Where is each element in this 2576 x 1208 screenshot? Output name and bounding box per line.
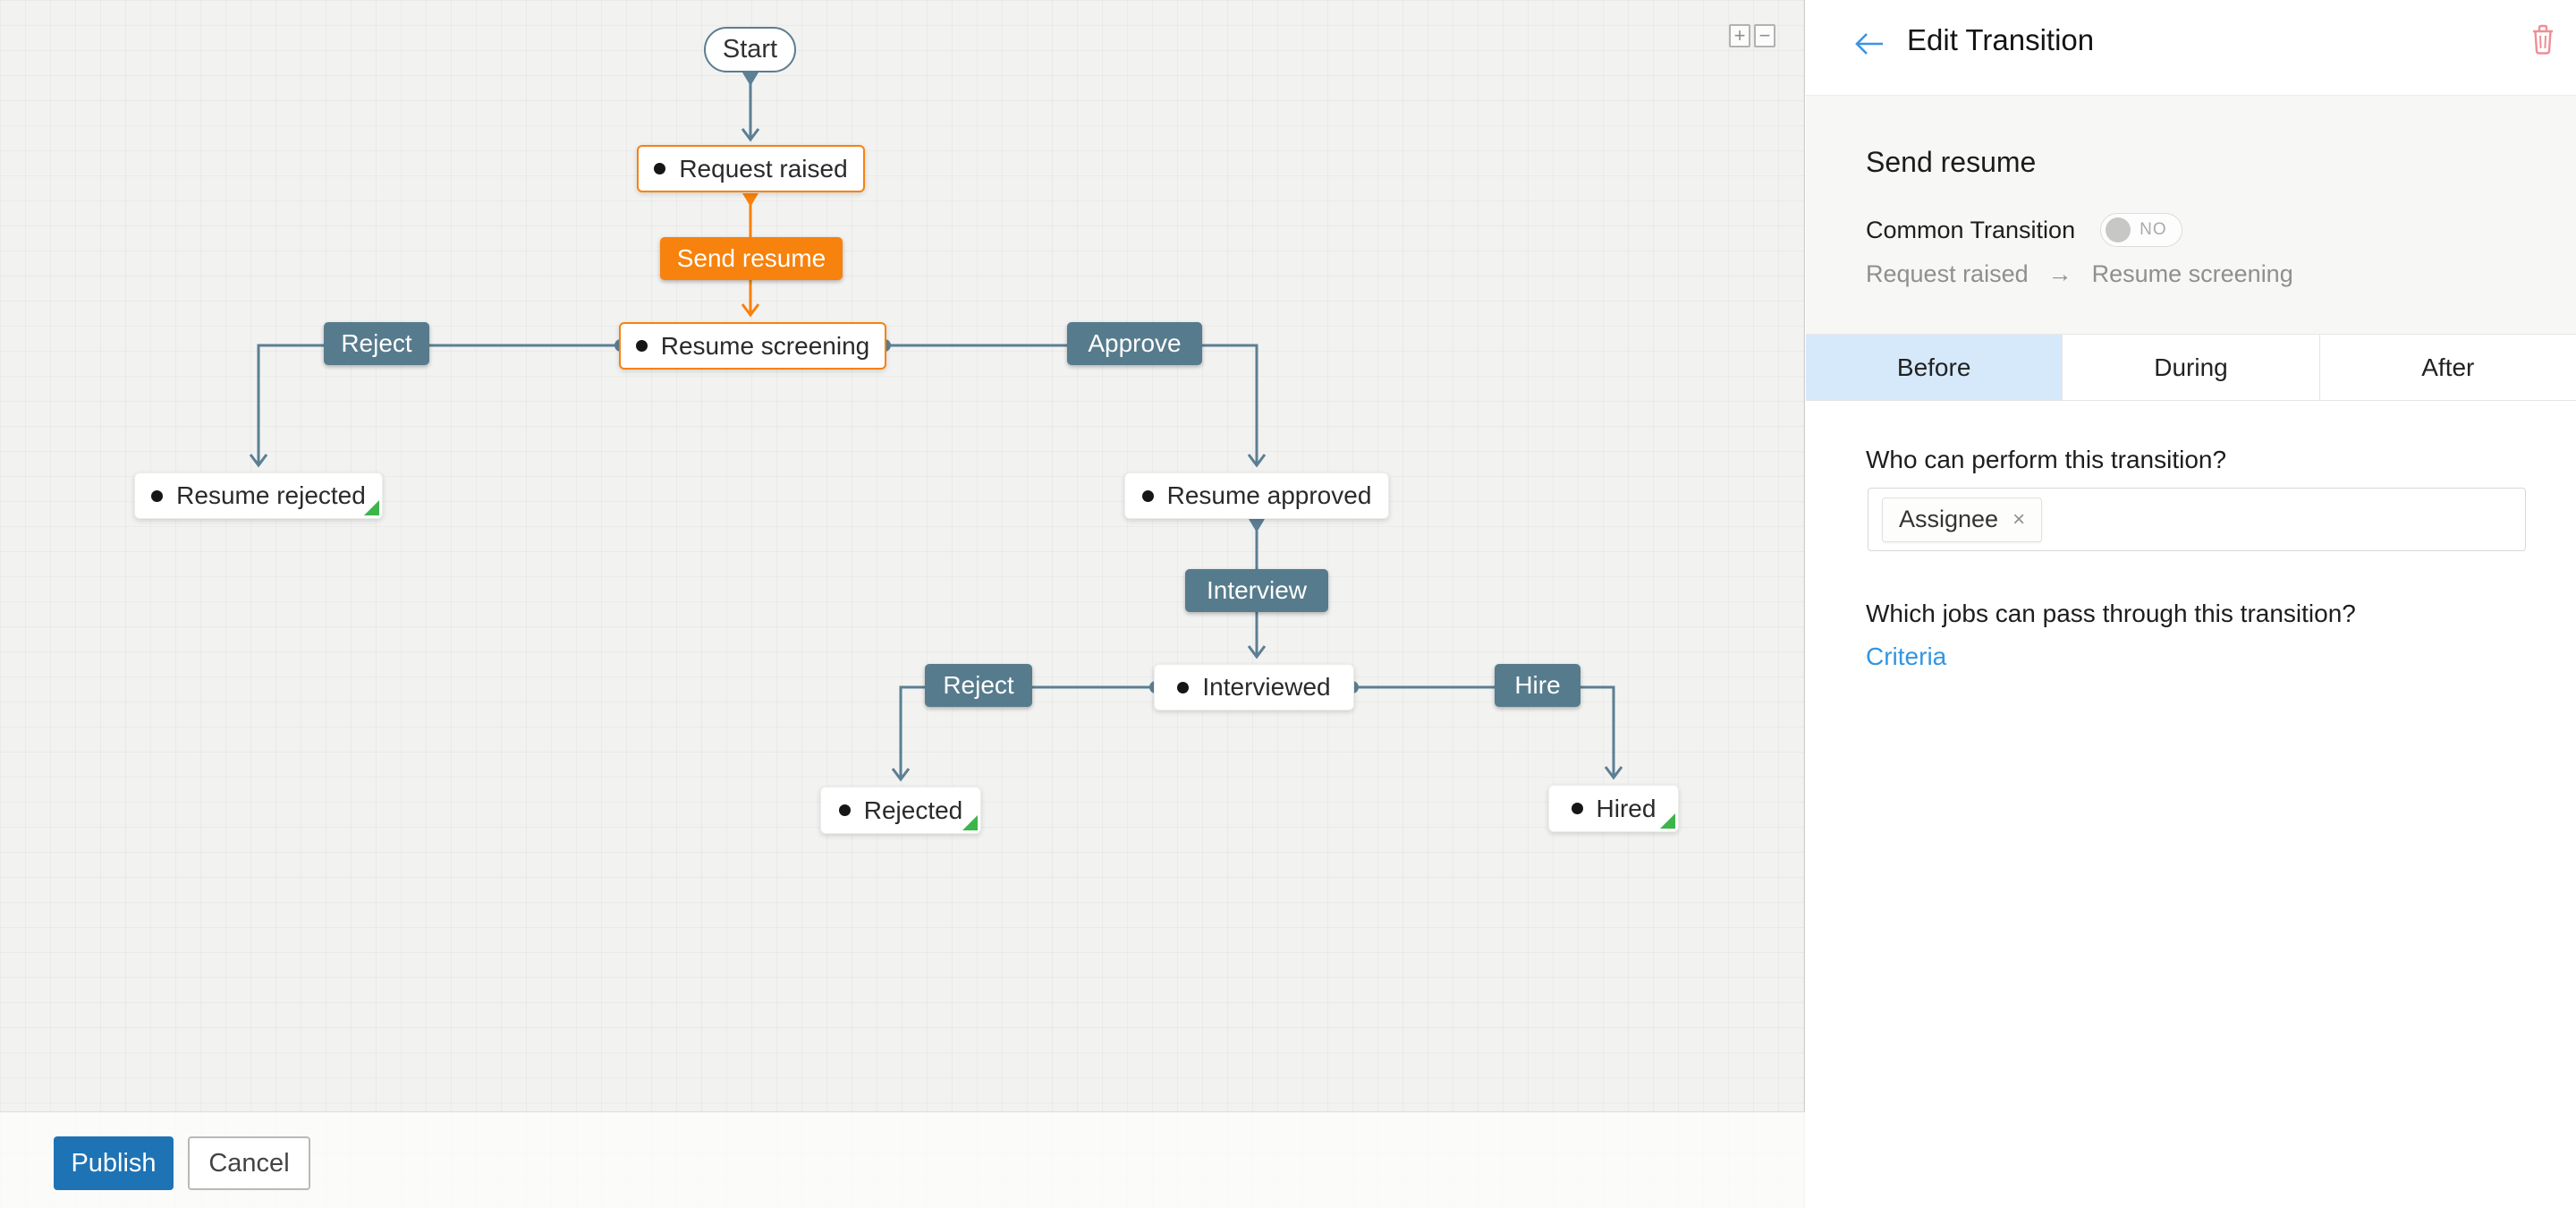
transition-path: Request raised → Resume screening	[1866, 260, 2293, 288]
workflow-canvas[interactable]: Start Request raised Send resume Resume …	[0, 0, 1805, 1208]
transition-reject-screening[interactable]: Reject	[324, 322, 429, 365]
path-from-state: Request raised	[1866, 260, 2029, 287]
cancel-button[interactable]: Cancel	[188, 1136, 310, 1190]
state-label: Hired	[1596, 794, 1657, 822]
publish-button[interactable]: Publish	[54, 1136, 174, 1190]
panel-header: Edit Transition	[1806, 0, 2576, 96]
state-label: Resume approved	[1166, 481, 1372, 509]
tab-before[interactable]: Before	[1806, 335, 2063, 400]
state-label: Interviewed	[1202, 673, 1331, 701]
panel-tab-bar: Before During After	[1806, 335, 2576, 401]
chip-remove-icon[interactable]: ×	[2012, 506, 2026, 532]
toggle-knob	[2106, 217, 2131, 242]
path-to-state: Resume screening	[2091, 260, 2293, 287]
start-node[interactable]: Start	[704, 27, 796, 72]
trash-icon[interactable]	[2529, 23, 2556, 55]
transition-name: Send resume	[1866, 146, 2037, 178]
state-rejected[interactable]: Rejected	[820, 787, 981, 834]
state-interviewed[interactable]: Interviewed	[1154, 664, 1354, 710]
flow-connectors	[249, 72, 1623, 782]
state-dot-icon	[1141, 489, 1154, 502]
common-transition-row: Common Transition NO	[1866, 213, 2183, 247]
transition-summary-section: Send resume Common Transition NO Request…	[1806, 96, 2576, 335]
assignee-chip[interactable]: Assignee ×	[1882, 497, 2043, 542]
transition-interview[interactable]: Interview	[1185, 569, 1328, 612]
state-dot-icon	[654, 163, 666, 174]
back-arrow-icon[interactable]	[1854, 32, 1885, 55]
state-dot-icon	[838, 804, 851, 816]
state-label: Request raised	[679, 154, 848, 183]
state-dot-icon	[151, 489, 164, 502]
jobs-pass-question: Which jobs can pass through this transit…	[1866, 600, 2356, 627]
transition-reject-interview[interactable]: Reject	[925, 664, 1032, 707]
state-request-raised[interactable]: Request raised	[637, 145, 865, 192]
performers-input[interactable]: Assignee ×	[1868, 488, 2526, 551]
toggle-state-label: NO	[2140, 220, 2167, 239]
zoom-out-button[interactable]: −	[1754, 24, 1775, 47]
tab-during[interactable]: During	[2063, 335, 2320, 400]
state-resume-approved[interactable]: Resume approved	[1124, 472, 1389, 519]
assignee-chip-label: Assignee	[1899, 506, 1999, 532]
state-label: Rejected	[863, 795, 963, 824]
state-resume-screening[interactable]: Resume screening	[619, 322, 886, 370]
zoom-in-button[interactable]: +	[1729, 24, 1750, 47]
tab-after[interactable]: After	[2421, 353, 2475, 381]
common-transition-toggle[interactable]: NO	[2100, 213, 2183, 247]
state-dot-icon	[1571, 803, 1583, 814]
transition-approve[interactable]: Approve	[1067, 322, 1202, 365]
edit-transition-panel: Edit Transition Send resume Common Trans…	[1806, 0, 2576, 1208]
who-can-perform-question: Who can perform this transition?	[1866, 446, 2227, 473]
state-dot-icon	[1177, 681, 1190, 693]
criteria-link[interactable]: Criteria	[1866, 642, 1947, 670]
right-arrow-icon: →	[2047, 260, 2072, 287]
state-dot-icon	[635, 340, 648, 352]
state-resume-rejected[interactable]: Resume rejected	[134, 472, 383, 519]
transition-hire[interactable]: Hire	[1495, 664, 1580, 707]
state-label: Resume rejected	[176, 481, 366, 509]
common-transition-label: Common Transition	[1866, 216, 2076, 243]
state-hired[interactable]: Hired	[1548, 785, 1679, 832]
panel-title: Edit Transition	[1907, 23, 2095, 56]
state-label: Resume screening	[660, 331, 870, 360]
transition-send-resume[interactable]: Send resume	[660, 237, 843, 280]
